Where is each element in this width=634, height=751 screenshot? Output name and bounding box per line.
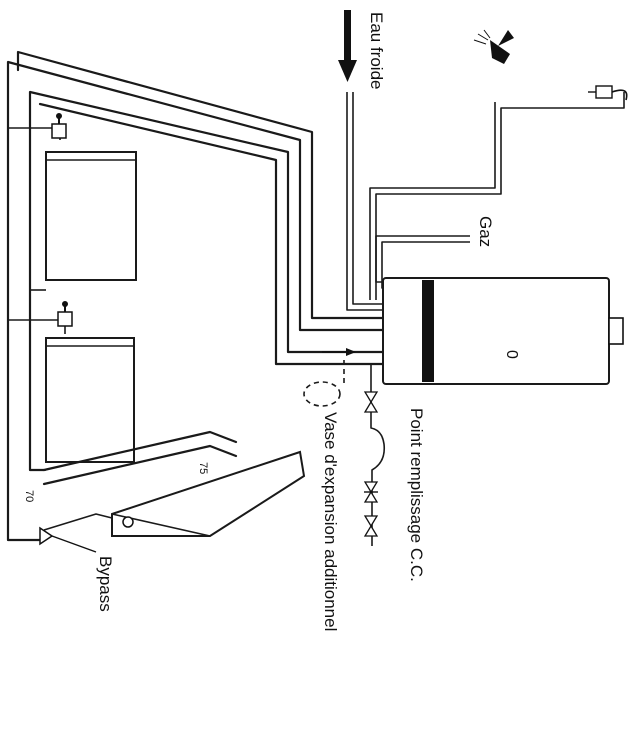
outer-pipe-loop xyxy=(6,50,385,542)
pump-icon xyxy=(122,516,134,528)
thermostatic-valve-icon xyxy=(57,301,73,327)
boiler-unit xyxy=(382,277,624,385)
hot-water-pipes xyxy=(369,92,625,300)
flow-arrow-icon xyxy=(322,348,356,356)
thermostatic-valve-icon xyxy=(51,113,67,139)
faucet-icon xyxy=(588,85,628,101)
expansion-vessel-label: Vase d'expansion additionnel xyxy=(321,412,340,631)
radiator-temp-label: 70 xyxy=(23,490,35,502)
fill-point-label: Point remplissage C.C. xyxy=(407,408,426,582)
bypass-label: Bypass xyxy=(96,556,115,612)
radiator-lower xyxy=(45,337,135,463)
boiler-mark: 0 xyxy=(503,350,520,359)
cold-water-label: Eau froide xyxy=(367,12,386,90)
bypass-valve-icon xyxy=(39,526,97,553)
radiator-upper xyxy=(45,151,137,281)
fill-point-pipe xyxy=(363,364,386,546)
gas-label: Gaz xyxy=(476,216,495,247)
panel-temp-label: 75 xyxy=(197,462,209,474)
cold-water-arrow-icon xyxy=(338,10,357,82)
expansion-vessel xyxy=(303,360,345,407)
cold-water-pipe xyxy=(346,92,383,311)
shower-head-icon xyxy=(473,29,514,64)
